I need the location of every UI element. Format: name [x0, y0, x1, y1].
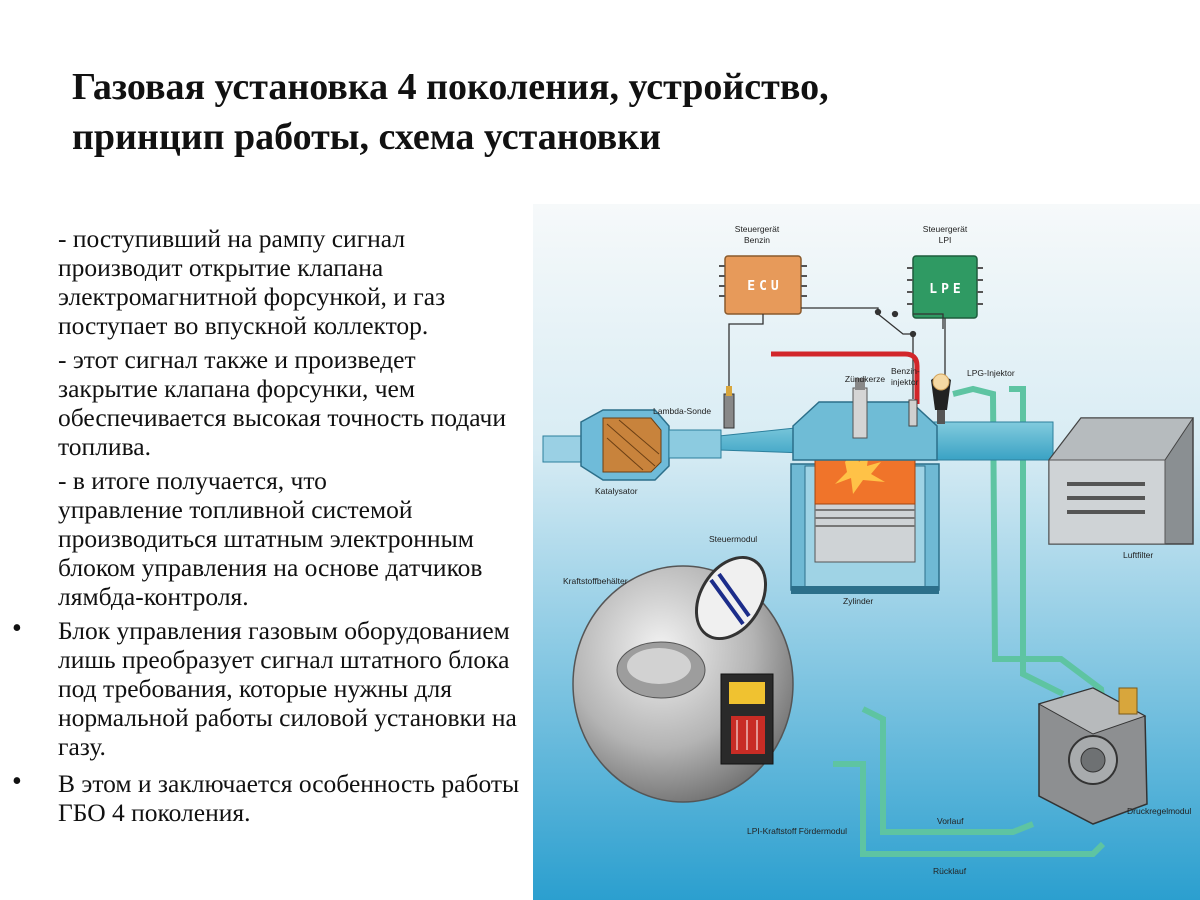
paragraph-1: - поступивший на рампу сигнал производит…: [10, 224, 525, 340]
paragraph-3: - в итоге получается, что управление топ…: [10, 466, 525, 611]
paragraph-2-rest: закрытие клапана форсунки, чем обеспечив…: [58, 374, 506, 461]
lpg-tank: [572, 555, 794, 803]
ecu-caption-2: Benzin: [744, 235, 770, 245]
paragraph-3-first-line: - в итоге получается, что: [58, 466, 327, 495]
bullet-2-text: В этом и заключается особенность работы …: [58, 769, 520, 827]
lpe-caption-2: LPI: [939, 235, 952, 245]
label-ruecklauf: Rücklauf: [933, 866, 967, 876]
lpe-chip-label: LPE: [929, 282, 964, 297]
title-line-2: принцип работы, схема установки: [72, 116, 661, 158]
text-column: - поступивший на рампу сигнал производит…: [10, 224, 525, 835]
label-benzin-injektor-2: injektor: [891, 377, 919, 387]
label-kraftstoffbehaelter: Kraftstoffbehälter: [563, 576, 628, 586]
label-lpg-injektor: LPG-Injektor: [967, 368, 1015, 378]
bullet-1: • Блок управления газовым оборудованием …: [10, 613, 525, 761]
paragraph-2-first-line: - этот сигнал также и произведет: [58, 345, 416, 374]
label-zuendkerze: Zündkerze: [845, 374, 885, 384]
page-title: Газовая установка 4 поколения, устройств…: [72, 62, 1072, 162]
label-druckregelmodul: Druckregelmodul: [1127, 806, 1191, 816]
label-luftfilter: Luftfilter: [1123, 550, 1153, 560]
ecu-chip-label: ECU: [747, 279, 782, 294]
label-steuermodul: Steuermodul: [709, 534, 757, 544]
ecu-caption-1: Steuergerät: [735, 224, 780, 234]
air-filter: [1047, 417, 1194, 545]
lambda-sensor: [723, 386, 735, 429]
cylinder-head: [792, 378, 938, 461]
pressure-regulator: [1037, 687, 1148, 825]
diagram-labels: Zündkerze Benzin- injektor LPG-Injektor …: [563, 366, 1191, 876]
bullet-2: • В этом и заключается особенность работ…: [10, 766, 525, 827]
injectors: [908, 373, 951, 427]
paragraph-3-rest: управление топливной системой производит…: [58, 495, 483, 611]
paragraph-1-first-line: - поступивший на рампу сигнал: [58, 224, 406, 253]
lpe-unit: Steuergerät LPI LPE: [907, 224, 983, 319]
label-benzin-injektor-1: Benzin-: [891, 366, 920, 376]
bullet-dot: •: [12, 766, 22, 797]
ecu-unit: Steuergerät Benzin ECU: [719, 224, 807, 315]
petrol-line: [771, 351, 920, 404]
label-katalysator: Katalysator: [595, 486, 638, 496]
engine-cylinder: [790, 450, 940, 594]
label-lambda-sonde: Lambda-Sonde: [653, 406, 711, 416]
lpg-pipes: [833, 385, 1108, 857]
catalyst: [580, 409, 722, 481]
label-zylinder: Zylinder: [843, 596, 873, 606]
wiring: [728, 307, 946, 399]
lpe-caption-1: Steuergerät: [923, 224, 968, 234]
paragraph-2: - этот сигнал также и произведет закрыти…: [10, 345, 525, 461]
title-line-1: Газовая установка 4 поколения, устройств…: [72, 66, 829, 108]
lpg-system-diagram: Steuergerät Benzin ECU Steuergerät LPI L…: [533, 204, 1200, 900]
label-vorlauf: Vorlauf: [937, 816, 964, 826]
label-foerdermodul: LPI-Kraftstoff Fördermodul: [747, 826, 847, 836]
paragraph-1-rest: производит открытие клапана электромагни…: [58, 253, 446, 340]
bullet-1-text: Блок управления газовым оборудованием ли…: [58, 616, 517, 761]
bullet-dot: •: [12, 613, 22, 644]
